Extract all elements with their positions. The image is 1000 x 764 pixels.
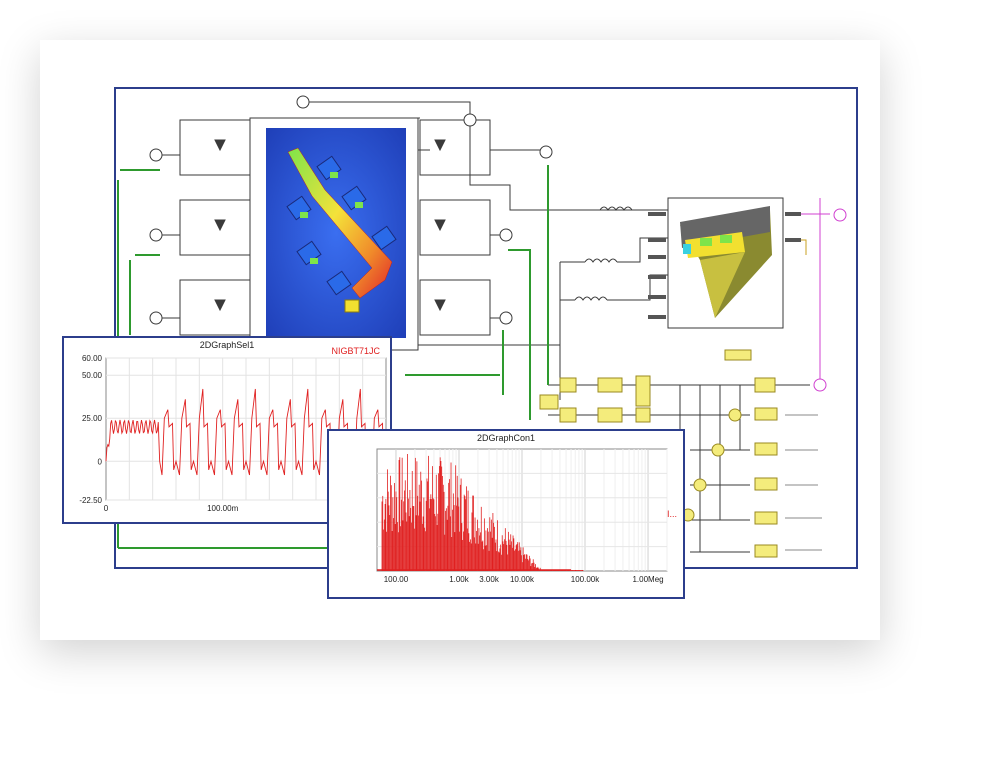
x-tick-label: 10.00k bbox=[510, 575, 535, 584]
right-switch-bank bbox=[419, 119, 540, 336]
y-tick-label: -22.50 bbox=[79, 496, 102, 505]
y-tick-label: 0 bbox=[98, 457, 103, 466]
switch-cell bbox=[419, 199, 491, 256]
switch-cell bbox=[179, 199, 251, 256]
left-switch-bank bbox=[150, 119, 251, 336]
y-tick-label: 25.00 bbox=[82, 414, 103, 423]
igbt-chip-group bbox=[286, 155, 397, 313]
x-tick-label: 0 bbox=[104, 504, 109, 513]
x-tick-label: 100.00m bbox=[207, 504, 238, 513]
y-tick-label: 50.00 bbox=[82, 371, 103, 380]
switch-cell bbox=[179, 279, 251, 336]
output-labels-dashes bbox=[785, 414, 822, 551]
magenta-wiring bbox=[801, 198, 847, 392]
motor-pins bbox=[648, 212, 801, 319]
current-probe-icon bbox=[463, 113, 477, 127]
phase-output-lines bbox=[418, 149, 668, 400]
thermal-busbar bbox=[287, 147, 393, 299]
x-tick-label: 1.00Meg bbox=[632, 575, 663, 584]
graph-series-tag: NIGBT71JC bbox=[331, 346, 380, 356]
series-line-NIGBT71JC bbox=[105, 388, 387, 476]
x-tick-label: 100.00k bbox=[571, 575, 600, 584]
motor-3d-model bbox=[680, 206, 772, 318]
x-tick-label: 1.00k bbox=[449, 575, 470, 584]
switch-cell bbox=[419, 279, 491, 336]
graph-window-con[interactable]: 2DGraphCon1 G0_I... 100.001.00k3.00k10.0… bbox=[327, 429, 685, 599]
y-tick-label: 60.00 bbox=[82, 354, 103, 363]
graph-plot-con: 100.00 1.00k 3.00k 10.00k 100.00k 1.00Meg bbox=[376, 448, 668, 584]
ground-line bbox=[801, 239, 807, 255]
graph-title: 2DGraphCon1 bbox=[476, 433, 536, 443]
graph-title: 2DGraphSel1 bbox=[199, 340, 255, 350]
control-blocks bbox=[539, 349, 778, 558]
x-tick-label: 100.00 bbox=[384, 575, 409, 584]
switch-cell bbox=[419, 119, 491, 176]
switch-cell bbox=[179, 119, 251, 176]
x-tick-label: 3.00k bbox=[479, 575, 500, 584]
left-gate-sources bbox=[149, 148, 163, 325]
green-signal-wires bbox=[117, 165, 549, 549]
